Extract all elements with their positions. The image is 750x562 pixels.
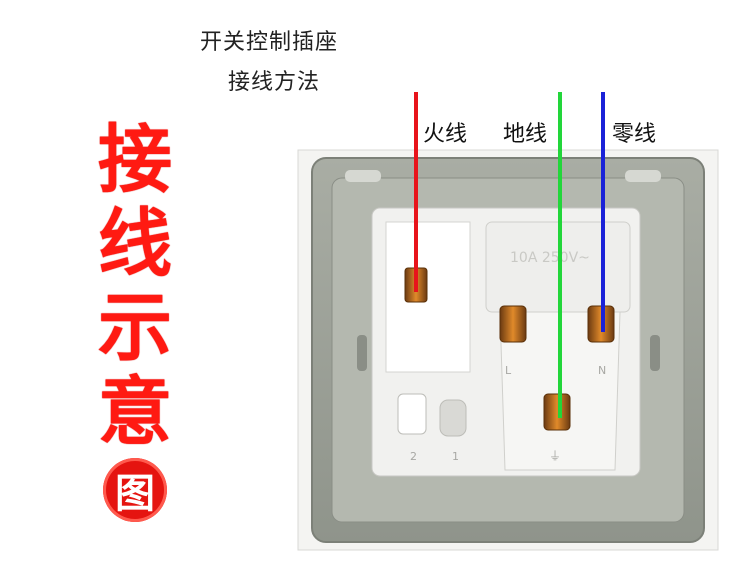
live-wire-label: 火线 bbox=[423, 122, 468, 147]
mount-slot bbox=[357, 335, 367, 371]
side-title-char: 示 bbox=[98, 285, 172, 371]
l-marking: L bbox=[505, 364, 512, 377]
l-terminal bbox=[499, 305, 527, 343]
switch-module bbox=[385, 221, 471, 373]
terminal-hole bbox=[439, 399, 467, 437]
heading-line-2: 接线方法 bbox=[228, 70, 321, 95]
side-title-char: 接 bbox=[98, 117, 172, 203]
mount-slot bbox=[650, 335, 660, 371]
earth-wire-label: 地线 bbox=[503, 122, 548, 147]
mount-slot bbox=[625, 170, 661, 182]
neutral-wire-label: 零线 bbox=[612, 122, 657, 147]
side-title-char: 线 bbox=[98, 201, 172, 287]
diagram-badge: 图 bbox=[103, 458, 167, 522]
rating-label: 10A 250V~ bbox=[510, 250, 590, 266]
terminal-cover bbox=[397, 393, 427, 435]
earth-terminal bbox=[543, 393, 571, 431]
terminal-1-marking: 1 bbox=[452, 450, 459, 463]
side-title: 接 线 示 意 图 bbox=[80, 118, 190, 522]
earth-marking: ⏚ bbox=[549, 449, 561, 463]
heading-line-1: 开关控制插座 bbox=[200, 30, 339, 55]
side-title-char: 意 bbox=[98, 369, 172, 455]
n-marking: N bbox=[598, 364, 606, 377]
terminal-2-marking: 2 bbox=[410, 450, 417, 463]
mount-slot bbox=[345, 170, 381, 182]
